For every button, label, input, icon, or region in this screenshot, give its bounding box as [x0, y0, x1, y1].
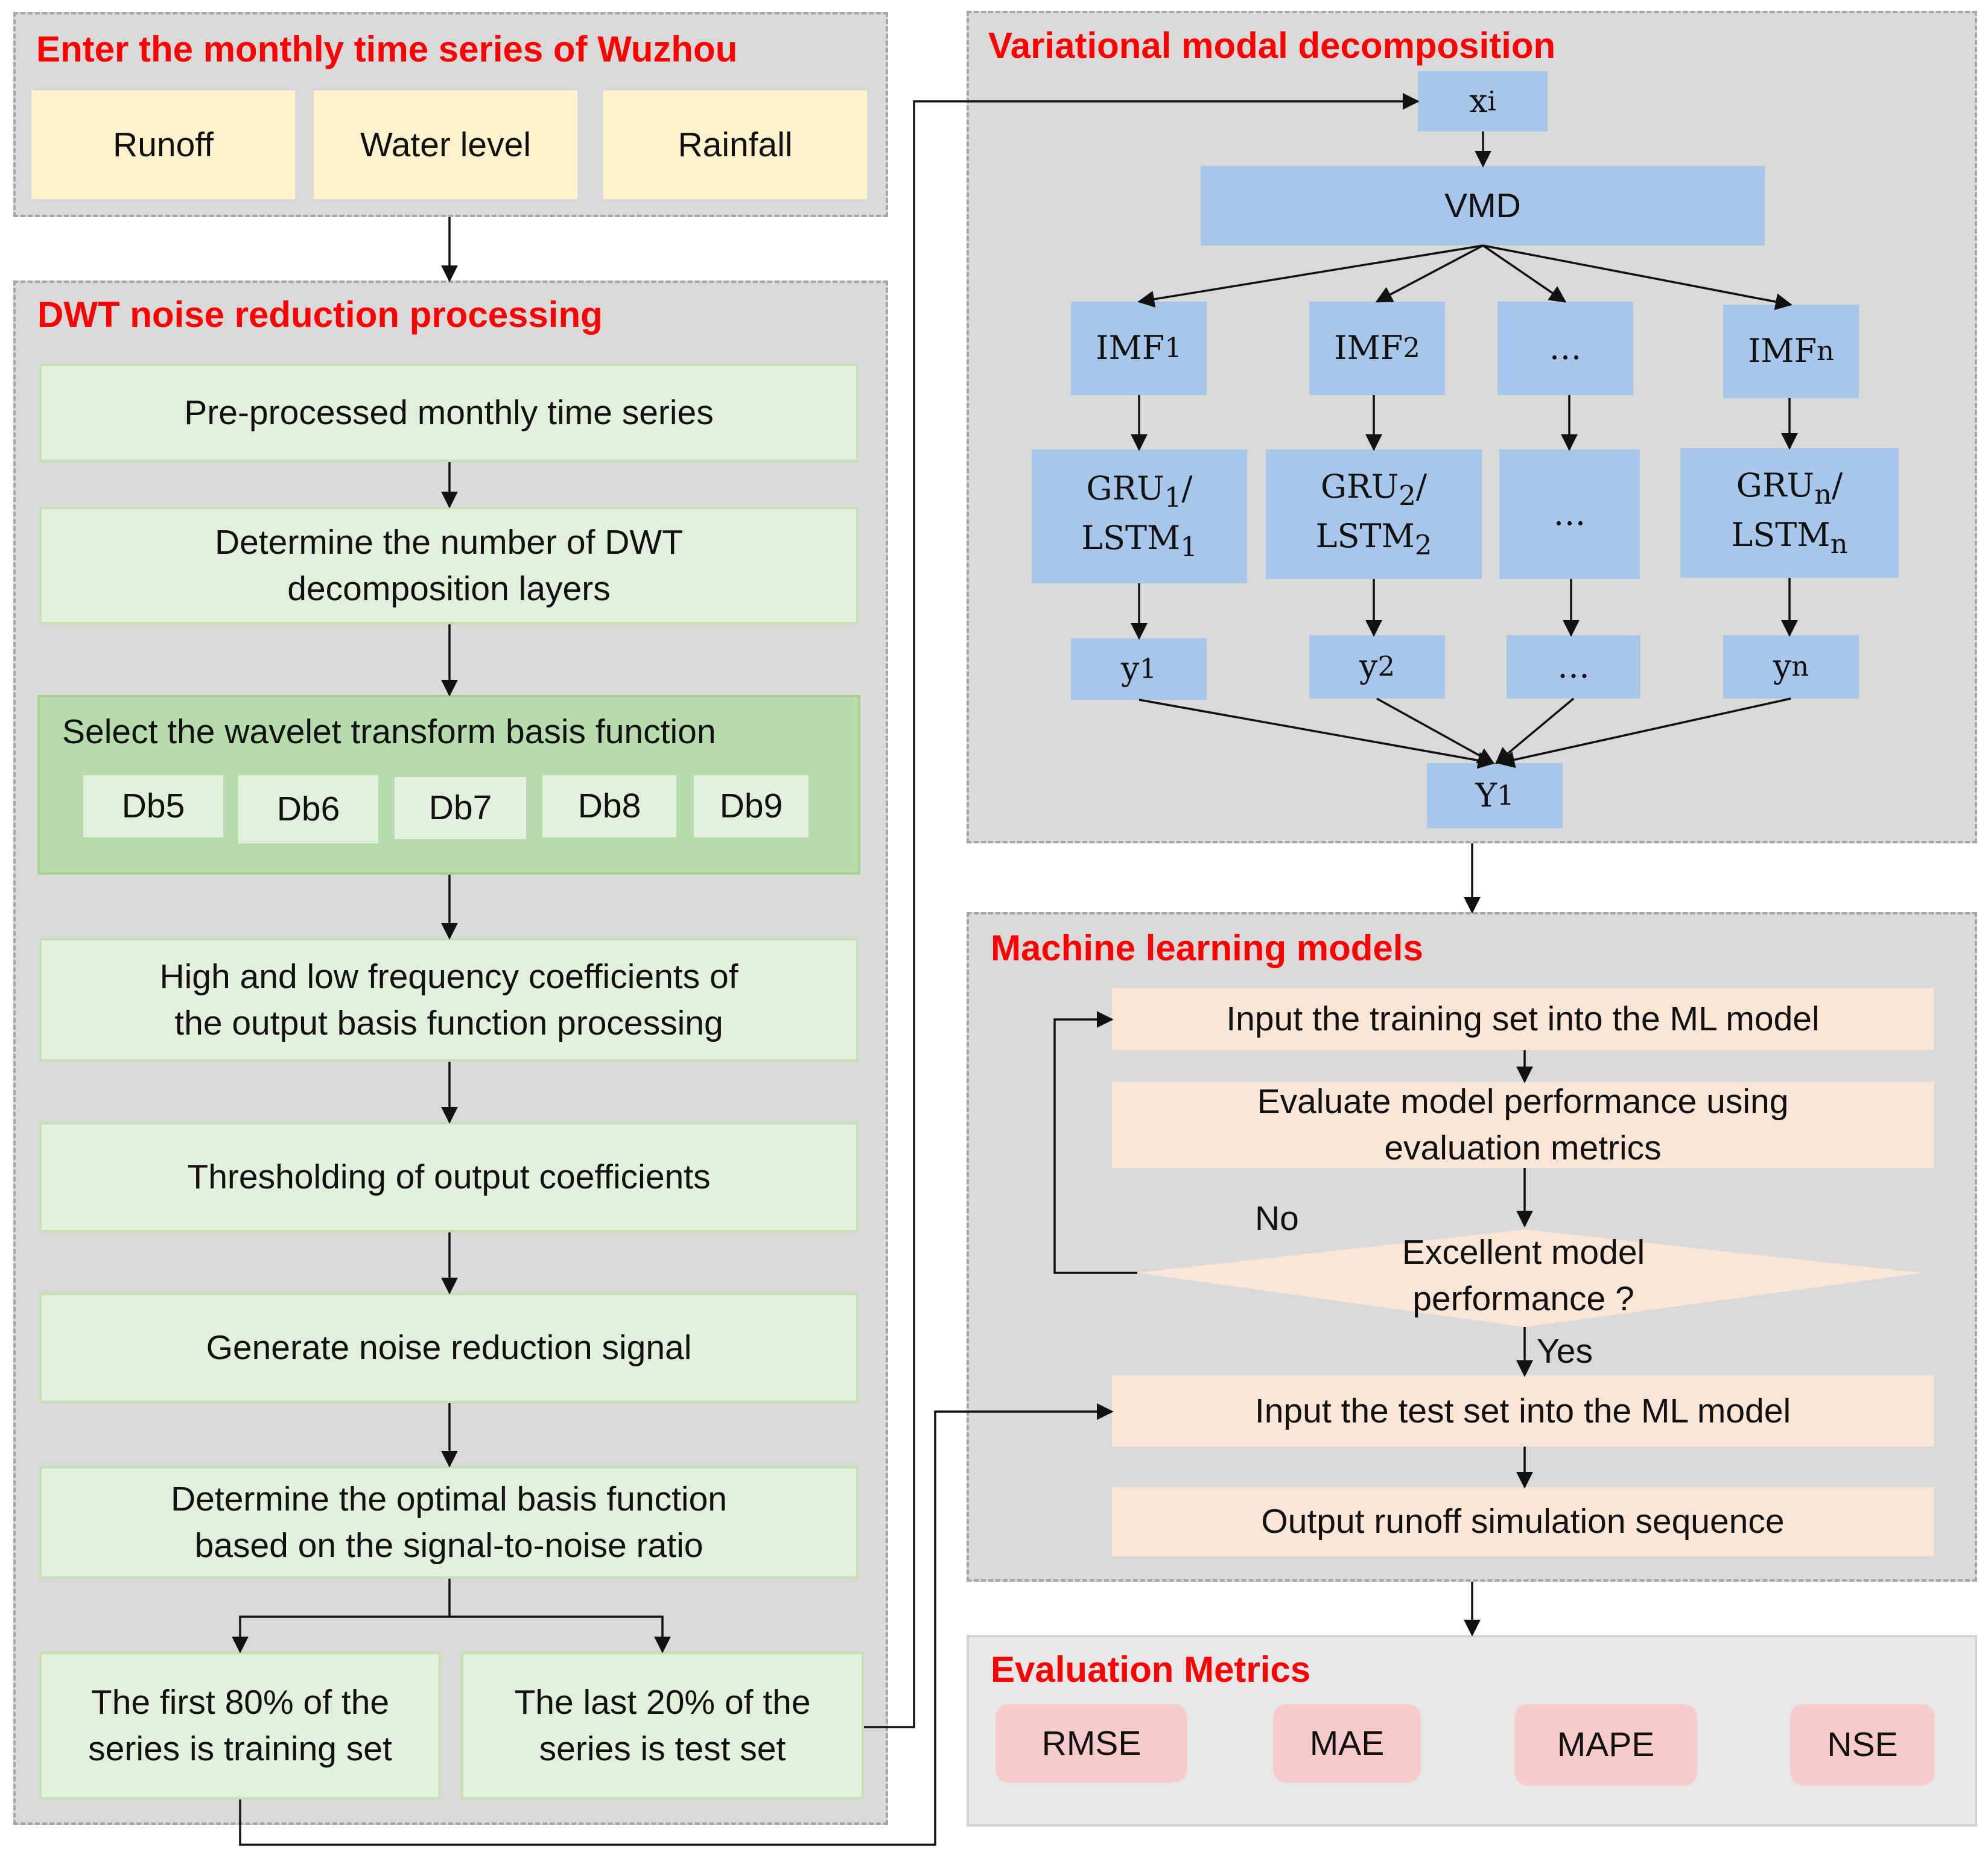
wavelet-db5: Db5 — [83, 775, 223, 837]
dwt-step-preprocessed: Pre-processed monthly time series — [39, 364, 859, 462]
metric-mae: MAE — [1273, 1704, 1421, 1783]
model-1: GRU1/LSTM1 — [1032, 449, 1247, 583]
rainfall-box: Rainfall — [603, 90, 867, 199]
dwt-step-coefficients: High and low frequency coefficients of t… — [39, 938, 859, 1062]
imf-ellipsis: … — [1497, 302, 1633, 395]
input-panel-title: Enter the monthly time series of Wuzhou — [36, 29, 738, 69]
ml-step-test: Input the test set into the ML model — [1112, 1375, 1934, 1447]
model-n: GRUn/LSTMn — [1680, 448, 1899, 578]
vmd-box: VMD — [1201, 166, 1765, 246]
vmd-panel — [967, 11, 1977, 843]
dwt-panel-title: DWT noise reduction processing — [37, 294, 603, 335]
dwt-step-optimal-basis: Determine the optimal basis function bas… — [39, 1466, 859, 1579]
metric-nse: NSE — [1790, 1704, 1935, 1786]
metric-rmse: RMSE — [996, 1704, 1187, 1783]
ml-step-output: Output runoff simulation sequence — [1112, 1487, 1934, 1556]
metric-mape: MAPE — [1514, 1704, 1697, 1786]
decision-text: Excellent model performance ? — [1402, 1233, 1645, 1318]
wavelet-db9: Db9 — [694, 775, 808, 837]
wavelet-select-label: Select the wavelet transform basis funct… — [62, 712, 716, 751]
wavelet-db6: Db6 — [238, 775, 378, 843]
vmd-panel-title: Variational modal decomposition — [988, 25, 1556, 66]
model-ellipsis: … — [1499, 449, 1640, 579]
ml-step-evaluate: Evaluate model performance using evaluat… — [1112, 1082, 1934, 1168]
metrics-panel-title: Evaluation Metrics — [991, 1649, 1311, 1690]
output-ellipsis: … — [1507, 635, 1640, 699]
runoff-box: Runoff — [31, 90, 295, 199]
yes-label: Yes — [1537, 1332, 1593, 1371]
no-label: No — [1255, 1199, 1299, 1238]
dwt-step-noise-signal: Generate noise reduction signal — [39, 1293, 859, 1403]
water-level-box: Water level — [314, 90, 577, 199]
ml-step-train: Input the training set into the ML model — [1112, 988, 1934, 1050]
wavelet-db8: Db8 — [542, 775, 676, 837]
ml-panel-title: Machine learning models — [991, 928, 1423, 968]
dwt-step-thresholding: Thresholding of output coefficients — [39, 1122, 859, 1232]
model-2: GRU2/LSTM2 — [1266, 449, 1482, 579]
training-set-box: The first 80% of the series is training … — [39, 1652, 441, 1799]
test-set-box: The last 20% of the series is test set — [461, 1652, 864, 1799]
dwt-step-layers: Determine the number of DWT decompositio… — [39, 507, 859, 624]
wavelet-db7: Db7 — [395, 777, 526, 839]
